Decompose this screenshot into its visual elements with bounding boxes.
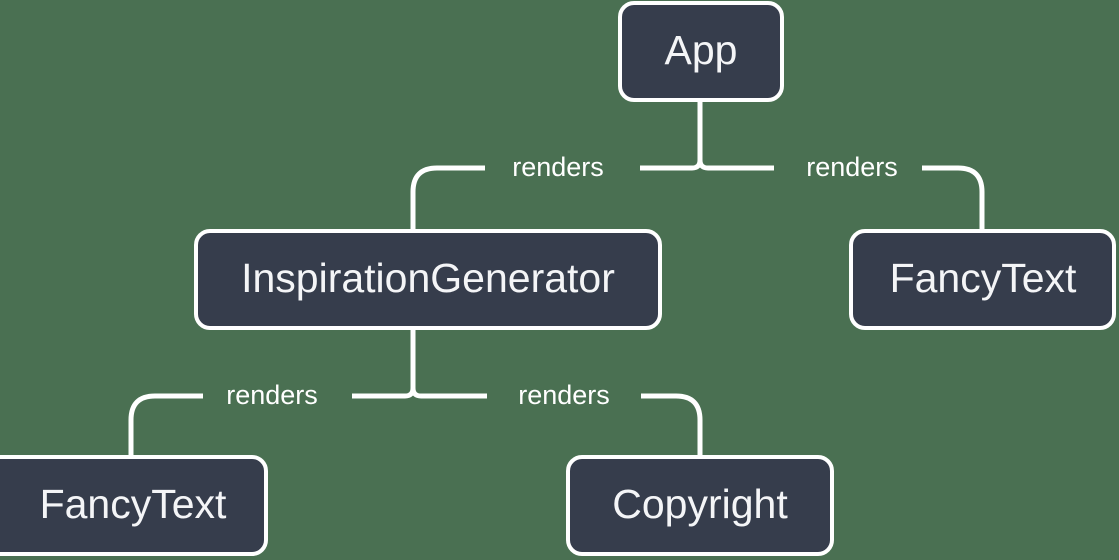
node-inspiration-generator[interactable]: InspirationGenerator [194,229,662,330]
node-app-box[interactable] [618,1,784,102]
node-fancytext-right-label: FancyText [890,255,1077,301]
edge-label-ig-copyright: renders [518,380,610,410]
edge-app-to-children [410,100,985,232]
edge-app-junction-right [697,159,774,171]
edge-ig-junction-right [410,387,487,399]
edge-inspiration-generator-to-copyright [641,393,703,458]
node-app-label: App [665,27,738,73]
node-inspiration-generator-box[interactable] [194,229,662,330]
edge-app-to-fancytext-right [922,165,985,232]
node-fancytext-bottom-left[interactable]: FancyText [0,455,268,556]
edge-inspiration-generator-to-fancytext [128,393,203,458]
node-fancytext-right-box[interactable] [849,229,1116,330]
edge-label-app-inspiration-generator: renders [512,152,604,182]
edge-label-ig-fancytext: renders [226,380,318,410]
edge-ig-junction-left [352,387,416,399]
edge-inspiration-generator-to-children [128,328,703,458]
edge-label-app-fancytext-right: renders [806,152,898,182]
node-app[interactable]: App [618,1,784,102]
edge-app-to-inspiration-generator [410,165,485,232]
edge-app-junction-left [640,159,703,171]
node-fancytext-bottom-left-box[interactable] [0,455,268,556]
node-inspiration-generator-label: InspirationGenerator [241,255,615,301]
node-copyright[interactable]: Copyright [566,455,834,556]
node-copyright-box[interactable] [566,455,834,556]
node-fancytext-bottom-left-label: FancyText [40,481,227,527]
node-copyright-label: Copyright [612,481,788,527]
node-fancytext-right[interactable]: FancyText [849,229,1116,330]
